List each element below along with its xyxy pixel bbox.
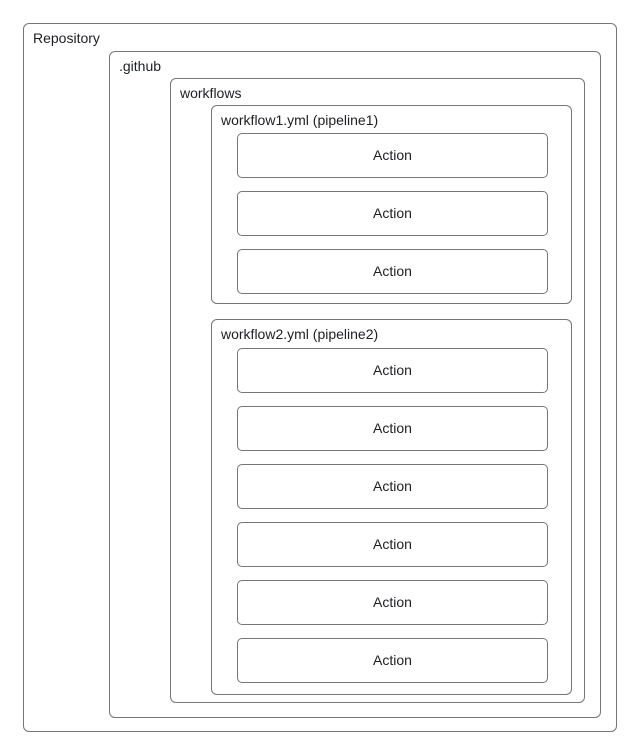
workflows-folder-box: workflows workflow1.yml (pipeline1) Acti… [170,78,585,703]
action-box: Action [237,464,548,509]
github-folder-label: .github [119,58,162,74]
workflow2-label: workflow2.yml (pipeline2) [221,326,379,342]
workflows-folder-label: workflows [180,85,242,101]
workflow1-box: workflow1.yml (pipeline1) Action Action … [211,105,572,304]
action-box: Action [237,522,548,567]
action-box: Action [237,580,548,625]
workflow1-label: workflow1.yml (pipeline1) [221,112,379,128]
action-box: Action [237,191,548,236]
action-box: Action [237,638,548,683]
action-box: Action [237,348,548,393]
github-folder-box: .github workflows workflow1.yml (pipelin… [109,51,601,718]
repository-label: Repository [33,30,100,46]
workflow2-box: workflow2.yml (pipeline2) Action Action … [211,319,572,695]
action-box: Action [237,406,548,451]
action-box: Action [237,249,548,294]
action-box: Action [237,133,548,178]
repository-box: Repository .github workflows workflow1.y… [23,23,617,732]
